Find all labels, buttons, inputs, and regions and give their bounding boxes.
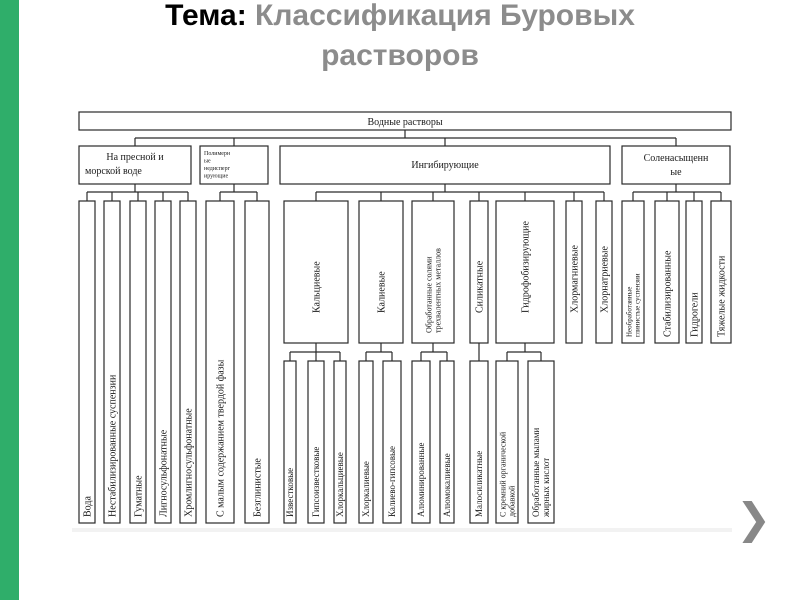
leaf-label-необработанные-глинистые-суспензии-line: глинистые суспензии bbox=[633, 273, 641, 337]
leaf-label-тяжелые-жидкости: Тяжелые жидкости bbox=[717, 255, 728, 337]
leaf-label-хромлигносульфонатные: Хромлигносульфонатные bbox=[184, 408, 195, 517]
leaf-гипсоизвестковые bbox=[307, 360, 325, 524]
group-label-polymer-line: ирующие bbox=[204, 174, 228, 180]
subgroup-кальциевые bbox=[283, 200, 349, 344]
leaf-хлоркалиевые bbox=[358, 360, 374, 524]
leaf-хромлигносульфонатные bbox=[179, 200, 197, 524]
leaf-гидрогели bbox=[685, 200, 703, 344]
subgroup-label-гидрофобизирующие: Гидрофобизирующие bbox=[521, 221, 532, 313]
leaf-label-с-кремний-органической-добавкой-line: С кремний органической bbox=[498, 431, 507, 517]
leaf-label-алюмокалиевые: Алюмокалиевые bbox=[442, 453, 452, 517]
group-label-polymer-line: недисперг bbox=[204, 166, 231, 172]
group-box-3 bbox=[621, 145, 731, 185]
leaf-label-гидрогели: Гидрогели bbox=[690, 292, 701, 337]
title-line-1: Классификация Буровых bbox=[255, 0, 635, 32]
leaf-label-калиево-гипсовые: Калиево-гипсовые bbox=[387, 446, 397, 517]
group-box-0 bbox=[78, 145, 192, 185]
leaf-label-малосиликатные: Малосиликатные bbox=[474, 451, 484, 517]
leaf-гуматные bbox=[129, 200, 147, 524]
group-label-polymer-line: Полимерн bbox=[204, 151, 231, 157]
leaf-label-нестабилизированные-суспензии: Нестабилизированные суспензии bbox=[108, 374, 119, 517]
subgroup-label-обработанные-солями-трехвалентных-металлов-line: трехвалентных металлов bbox=[433, 248, 442, 333]
group-box-2 bbox=[279, 145, 611, 185]
subgroup-label-силикатные: Силикатные bbox=[475, 260, 486, 313]
group-label-inhibiting: Ингибирующие bbox=[411, 160, 479, 171]
subgroup-label-хлорнатриевые: Хлорнатриевые bbox=[600, 246, 611, 313]
leaf-label-необработанные-глинистые-суспензии-line: Необработанные bbox=[625, 287, 633, 337]
leaf-label-хлоркалиевые: Хлоркалиевые bbox=[361, 461, 371, 517]
subgroup-обработанные-солями-трехвалентных-металлов bbox=[411, 200, 455, 344]
leaf-label-стабилизированные: Стабилизированные bbox=[663, 250, 674, 337]
group-box-1 bbox=[199, 145, 269, 185]
leaf-алюминированные bbox=[411, 360, 431, 524]
subgroup-хлорнатриевые bbox=[595, 200, 613, 344]
leaf-label-обработанные-мылами-жирных-кислот-line: жирных кислот bbox=[541, 458, 551, 518]
leaf-с-кремний-органической-добавкой bbox=[495, 360, 519, 524]
leaf-обработанные-мылами-жирных-кислот bbox=[527, 360, 555, 524]
next-slide-icon[interactable]: ❯ bbox=[736, 494, 772, 543]
leaf-лигносульфонатные bbox=[154, 200, 172, 524]
subgroup-гидрофобизирующие bbox=[495, 200, 555, 344]
leaf-label-алюминированные: Алюминированные bbox=[416, 442, 426, 517]
subgroup-label-калиевые: Калиевые bbox=[377, 271, 388, 313]
leaf-алюмокалиевые bbox=[439, 360, 455, 524]
leaf-безглинистые bbox=[244, 200, 270, 524]
accent-bar bbox=[0, 0, 19, 600]
group-label-saline: Соленасыщенн bbox=[644, 153, 709, 164]
subgroup-label-кальциевые: Кальциевые bbox=[312, 261, 323, 313]
leaf-label-хлоркальциевые: Хлоркальциевые bbox=[335, 452, 345, 517]
leaf-label-известковые: Известковые bbox=[285, 468, 295, 517]
leaf-label-безглинистые: Безглинистые bbox=[253, 458, 264, 517]
leaf-label-гуматные: Гуматные bbox=[134, 475, 145, 517]
title-prefix: Тема: bbox=[165, 0, 247, 32]
leaf-вода bbox=[78, 200, 96, 524]
leaf-label-обработанные-мылами-жирных-кислот-line: Обработанные мылами bbox=[531, 428, 541, 517]
leaf-label-с-кремний-органической-добавкой-line: добавкой bbox=[507, 485, 516, 517]
subgroup-label-обработанные-солями-трехвалентных-металлов-line: Обработанные солями bbox=[424, 256, 433, 333]
leaf-калиево-гипсовые bbox=[382, 360, 402, 524]
leaf-хлоркальциевые bbox=[333, 360, 347, 524]
leaf-label-гипсоизвестковые: Гипсоизвестковые bbox=[311, 447, 321, 517]
leaf-с-малым-содержанием-твердой-фазы bbox=[205, 200, 235, 524]
leaf-необработанные-глинистые-суспензии bbox=[621, 200, 645, 344]
leaf-малосиликатные bbox=[469, 360, 489, 524]
leaf-стабилизированные bbox=[654, 200, 680, 344]
group-label-polymer-line: ые bbox=[204, 159, 211, 165]
diagram-shadow bbox=[72, 528, 732, 532]
title-line-2: растворов bbox=[321, 39, 479, 72]
node-root-label: Водные растворы bbox=[367, 117, 442, 128]
group-label-saline-cont: ые bbox=[670, 167, 682, 178]
leaf-тяжелые-жидкости bbox=[710, 200, 732, 344]
group-label-fresh-sea: На пресной и bbox=[106, 152, 164, 163]
group-label-fresh-sea-cont: морской воде bbox=[85, 166, 142, 177]
leaf-нестабилизированные-суспензии bbox=[103, 200, 121, 524]
leaf-label-лигносульфонатные: Лигносульфонатные bbox=[159, 429, 170, 517]
leaf-известковые bbox=[283, 360, 297, 524]
subgroup-label-хлормагниевые: Хлормагниевые bbox=[570, 245, 581, 313]
subgroup-хлормагниевые bbox=[565, 200, 583, 344]
leaf-label-вода: Вода bbox=[83, 496, 94, 517]
leaf-label-с-малым-содержанием-твердой-фазы: С малым содержанием твердой фазы bbox=[216, 359, 227, 517]
